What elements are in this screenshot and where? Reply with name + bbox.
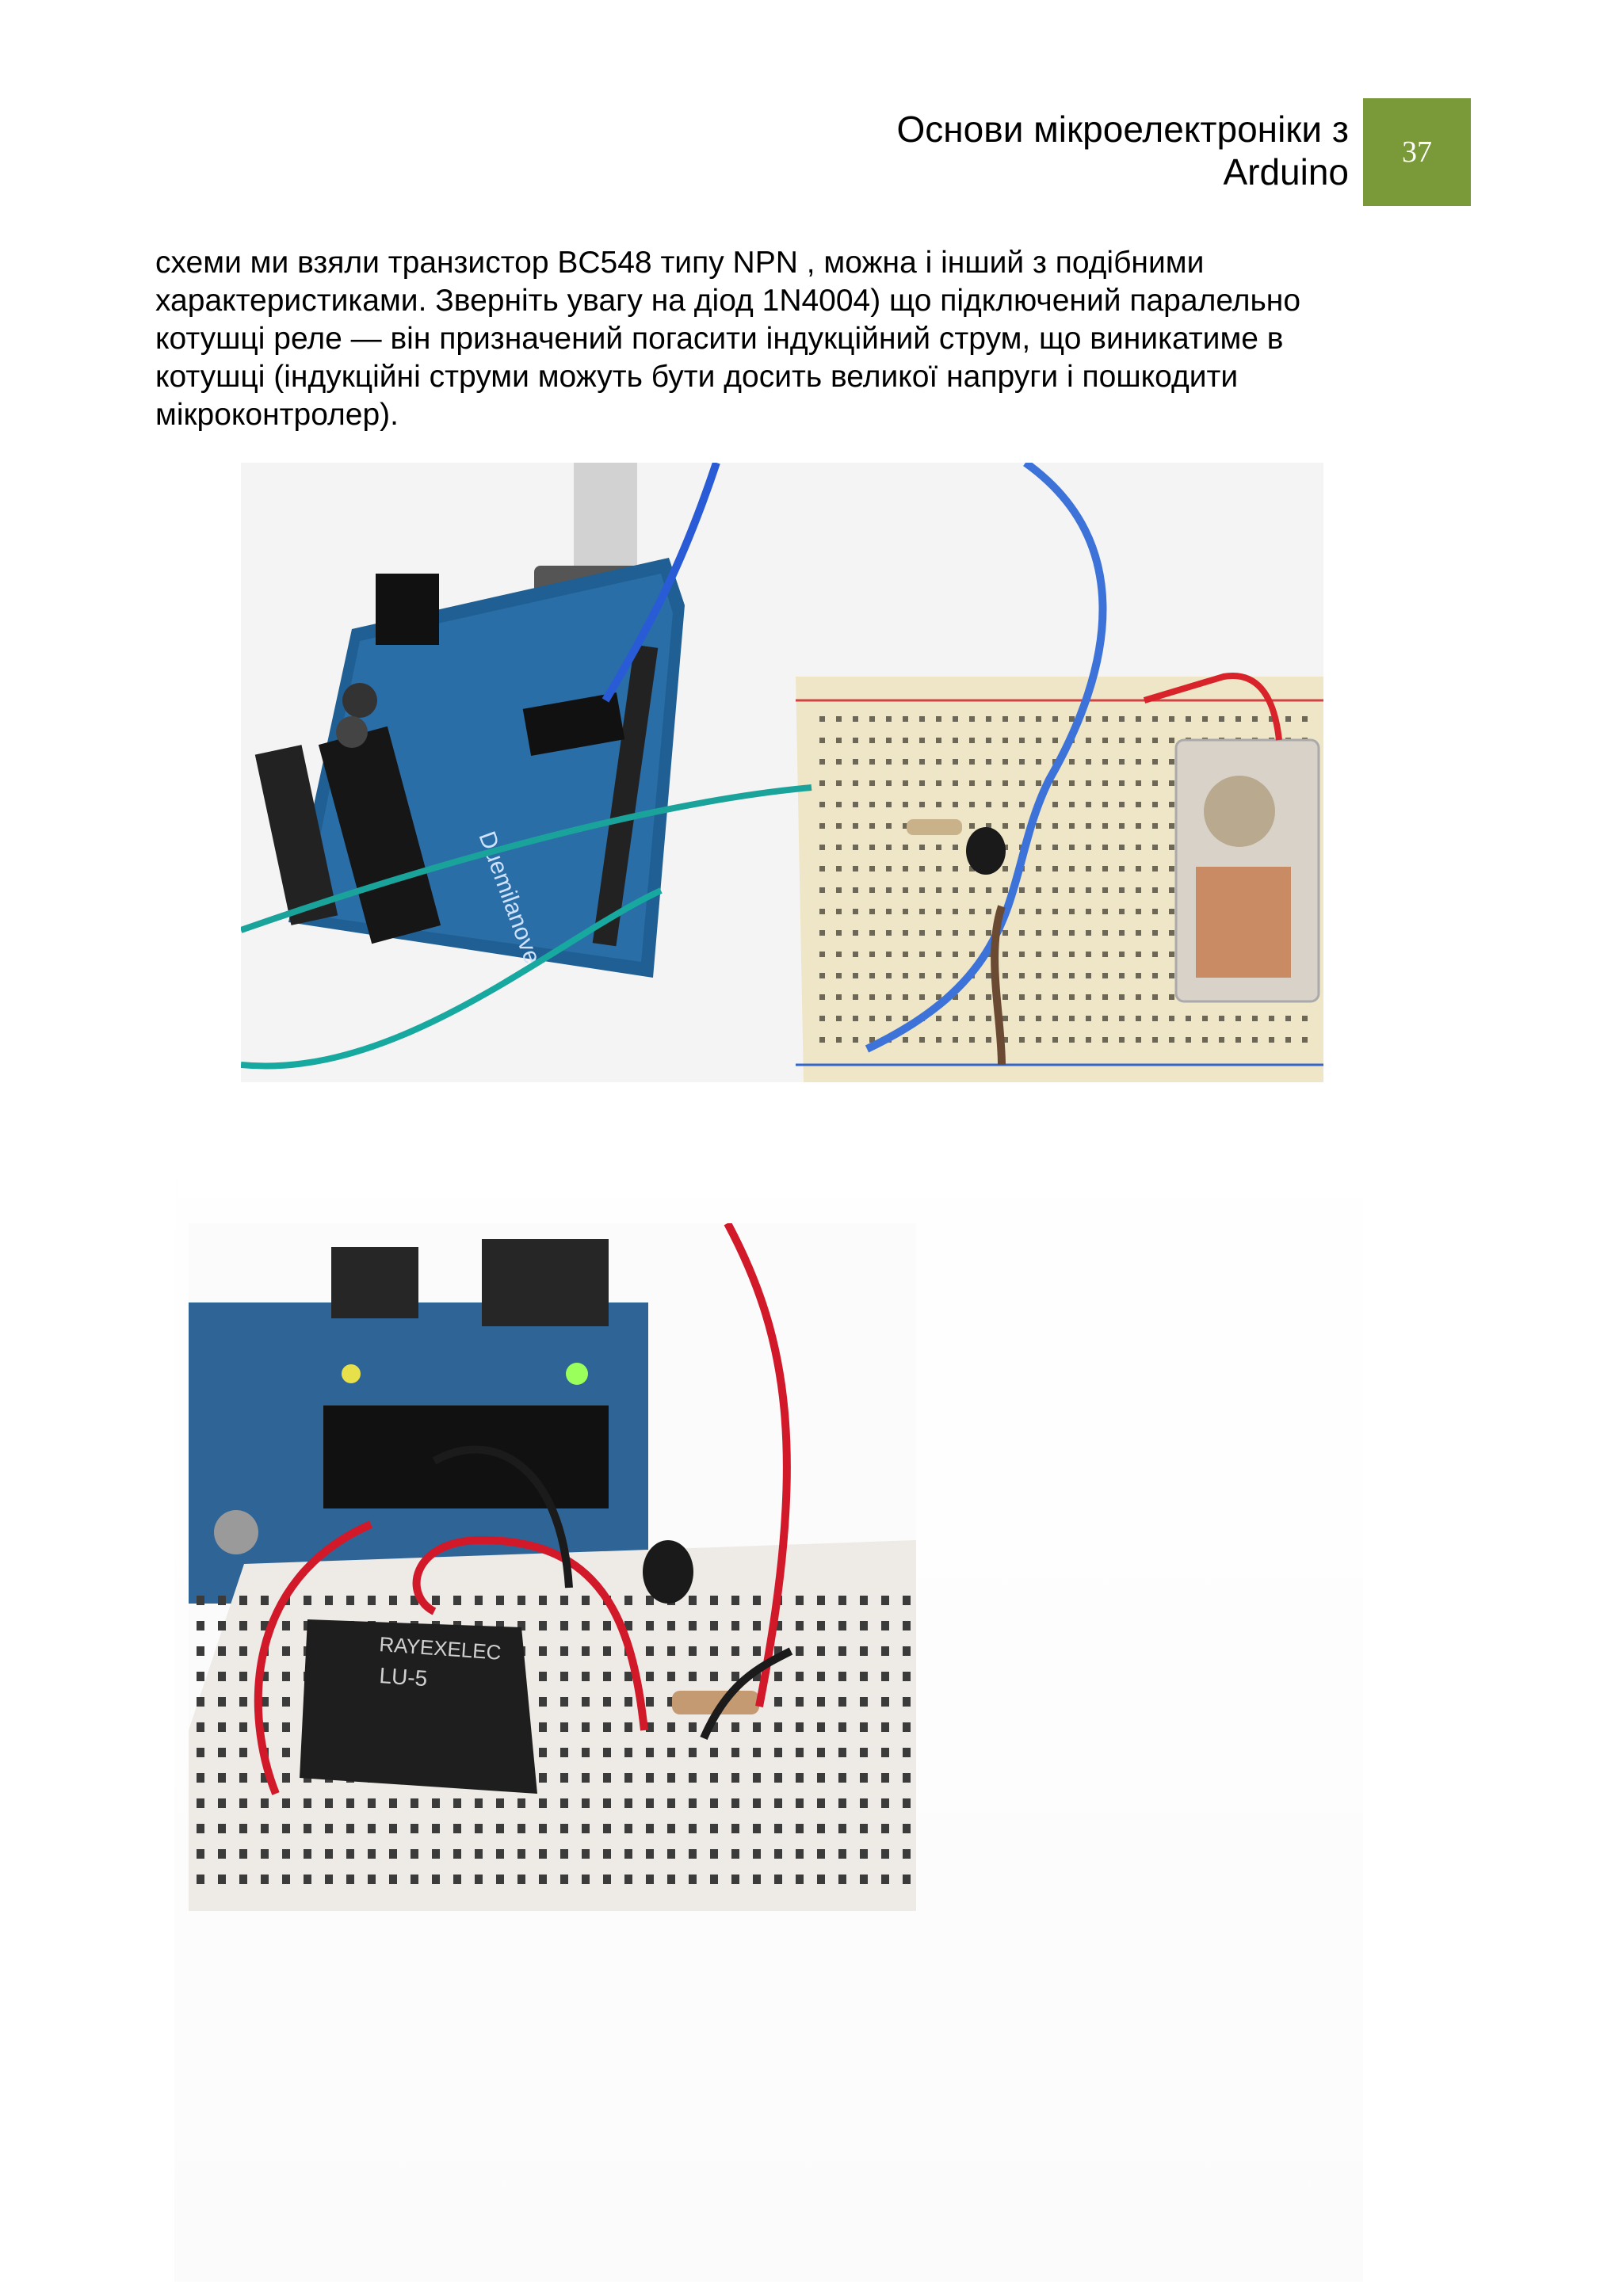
arduino-breadboard-photo: Duemilanove (function(){ var svg = docum… [241,463,1323,1082]
body-line: мікроконтролер). [155,398,399,432]
relay-closeup-illustration: RAYEXELEC LU-5 [189,1223,916,1911]
header-title-line2: Arduino [1223,151,1349,193]
page-number-badge: 37 [1363,98,1471,206]
body-line: схеми ми взяли транзистор BC548 типу NPN… [155,246,1205,280]
relay-closeup-photo: RAYEXELEC LU-5 (function(){ var svg = do… [189,1223,916,1911]
body-line: характеристиками. Зверніть увагу на діод… [155,284,1301,318]
header-title-line1: Основи мікроелектроніки з [896,109,1350,150]
page-number: 37 [1402,135,1432,169]
svg-text:LU-5: LU-5 [379,1663,429,1691]
arduino-breadboard-illustration: Duemilanove [241,463,1323,1082]
running-header: Основи мікроелектроніки з Arduino [636,108,1350,193]
body-paragraph: схеми ми взяли транзистор BC548 типу NPN… [155,244,1392,434]
body-line: котушці реле — він призначений погасити … [155,322,1284,356]
body-line: котушці (індукційні струми можуть бути д… [155,360,1239,394]
